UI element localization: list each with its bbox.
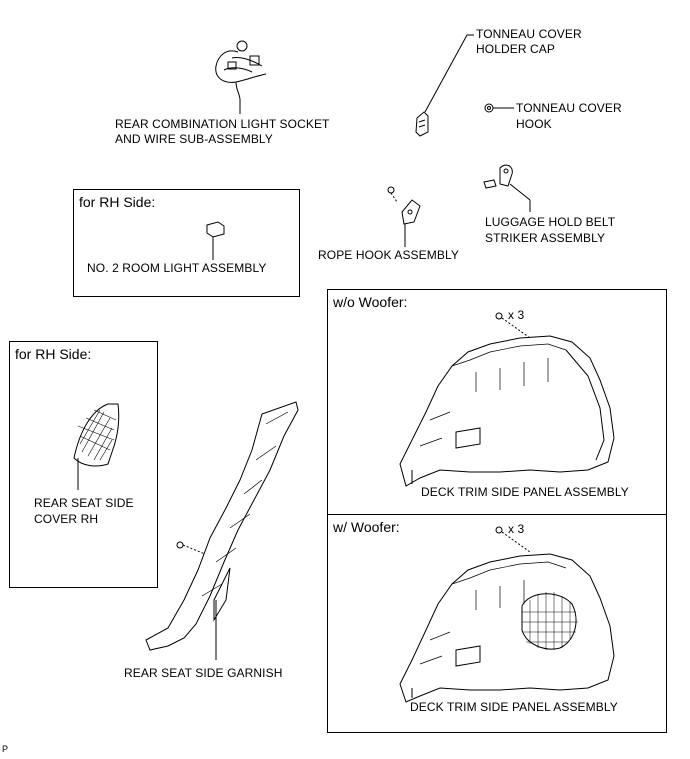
seat-garnish-illustration	[145, 401, 299, 660]
label-qty-wo-woofer: x 3	[508, 308, 525, 322]
wo-woofer-title: w/o Woofer:	[333, 294, 408, 310]
label-tonneau-holder-cap-1: TONNEAU COVER	[476, 27, 582, 41]
label-rope-hook: ROPE HOOK ASSEMBLY	[318, 248, 459, 262]
label-room-light: NO. 2 ROOM LIGHT ASSEMBLY	[87, 261, 267, 275]
deck-panel-w-woofer-illustration	[399, 526, 615, 703]
label-tonneau-holder-cap-2: HOLDER CAP	[476, 42, 556, 56]
label-seat-side-cover-2: COVER RH	[34, 512, 99, 526]
label-qty-w-woofer: x 3	[508, 522, 525, 536]
tonneau-hook-illustration	[484, 103, 514, 113]
label-seat-side-garnish: REAR SEAT SIDE GARNISH	[124, 666, 283, 680]
rope-hook-illustration	[387, 186, 421, 247]
w-woofer-title: w/ Woofer:	[333, 519, 400, 535]
rh-side-cover-frame	[9, 341, 158, 588]
label-rear-combination-light-1: REAR COMBINATION LIGHT SOCKET	[115, 117, 330, 131]
label-deck-panel-w-woofer: DECK TRIM SIDE PANEL ASSEMBLY	[410, 700, 618, 714]
corner-mark: P	[2, 744, 9, 754]
room-light-illustration	[206, 221, 225, 260]
label-tonneau-hook-1: TONNEAU COVER	[516, 101, 622, 115]
rh-side-room-light-title: for RH Side:	[79, 194, 156, 210]
label-luggage-striker-2: STRIKER ASSEMBLY	[485, 231, 606, 245]
light-socket-wire-illustration	[215, 40, 267, 114]
label-tonneau-hook-2: HOOK	[516, 117, 552, 131]
label-luggage-striker-1: LUGGAGE HOLD BELT	[485, 215, 616, 229]
rh-side-room-light-frame	[73, 189, 300, 297]
seat-side-cover-illustration	[73, 403, 120, 490]
luggage-striker-illustration	[483, 164, 531, 212]
tonneau-holder-cap-illustration	[415, 34, 474, 137]
label-seat-side-cover-1: REAR SEAT SIDE	[34, 496, 134, 510]
rh-side-cover-title: for RH Side:	[15, 346, 92, 362]
label-rear-combination-light-2: AND WIRE SUB-ASSEMBLY	[115, 132, 273, 146]
label-deck-panel-wo-woofer: DECK TRIM SIDE PANEL ASSEMBLY	[421, 485, 629, 499]
w-woofer-frame	[327, 514, 667, 733]
deck-panel-wo-woofer-illustration	[399, 312, 615, 487]
